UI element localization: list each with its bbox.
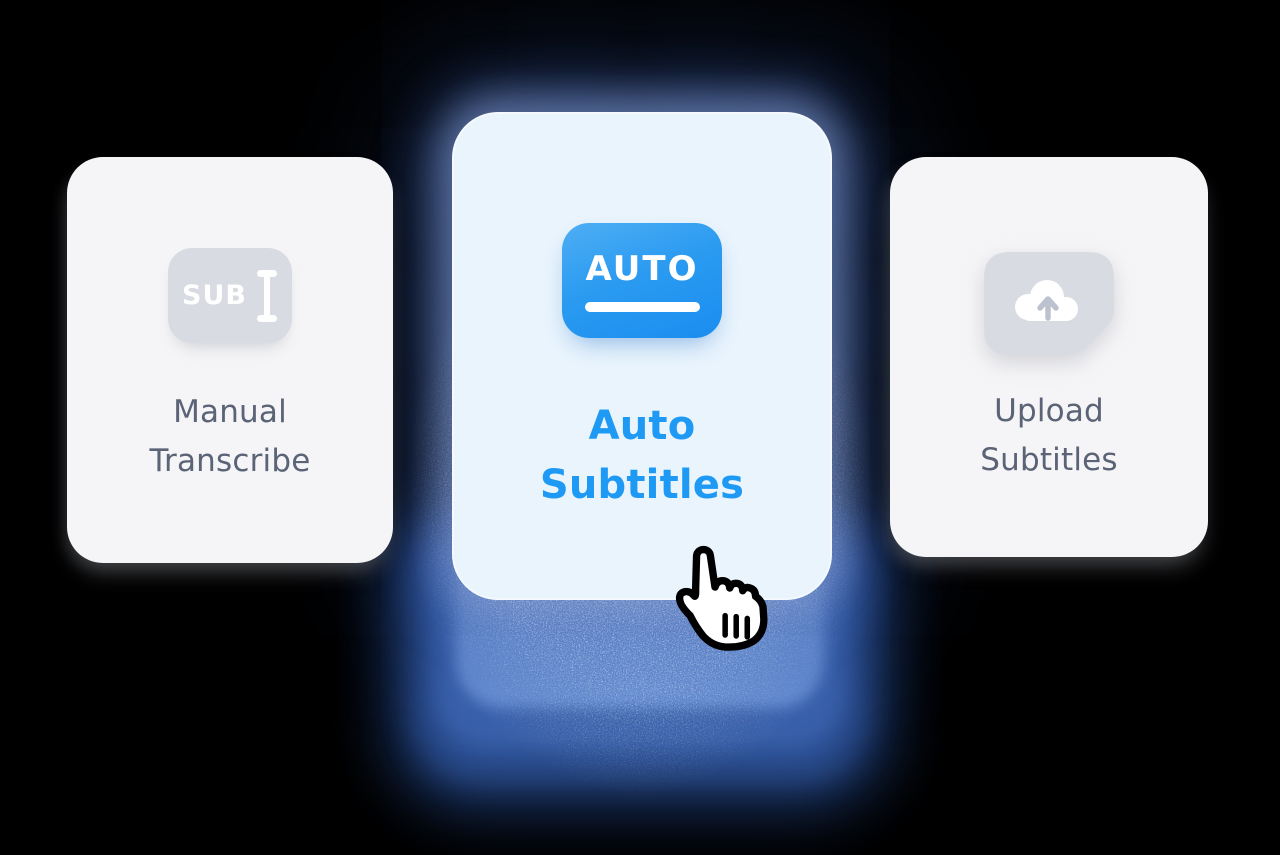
label-line-2: Subtitles bbox=[539, 462, 745, 508]
upload-arrow-glyph bbox=[1037, 296, 1059, 321]
label-line-2: Subtitles bbox=[980, 442, 1118, 478]
manual-transcribe-label: Manual Transcribe bbox=[149, 388, 310, 486]
label-line-1: Manual bbox=[173, 394, 287, 430]
upload-subtitles-label: Upload Subtitles bbox=[980, 387, 1118, 485]
label-line-2: Transcribe bbox=[149, 443, 311, 479]
auto-subtitles-label: Auto Subtitles bbox=[540, 397, 744, 515]
auto-badge-icon: AUTO bbox=[562, 223, 722, 338]
auto-subtitles-card[interactable]: AUTO Auto Subtitles bbox=[452, 112, 832, 600]
manual-transcribe-card[interactable]: SUB Manual Transcribe bbox=[67, 157, 393, 563]
text-cursor-ibeam-icon bbox=[256, 269, 277, 322]
cloud-upload-icon bbox=[984, 252, 1114, 355]
auto-icon-underline bbox=[584, 302, 700, 312]
upload-subtitles-card[interactable]: Upload Subtitles bbox=[890, 157, 1208, 557]
label-line-1: Upload bbox=[994, 393, 1104, 429]
sub-text-cursor-icon: SUB bbox=[168, 248, 292, 343]
sub-icon-label: SUB bbox=[182, 280, 247, 311]
auto-icon-label: AUTO bbox=[585, 249, 699, 289]
label-line-1: Auto bbox=[588, 403, 696, 449]
